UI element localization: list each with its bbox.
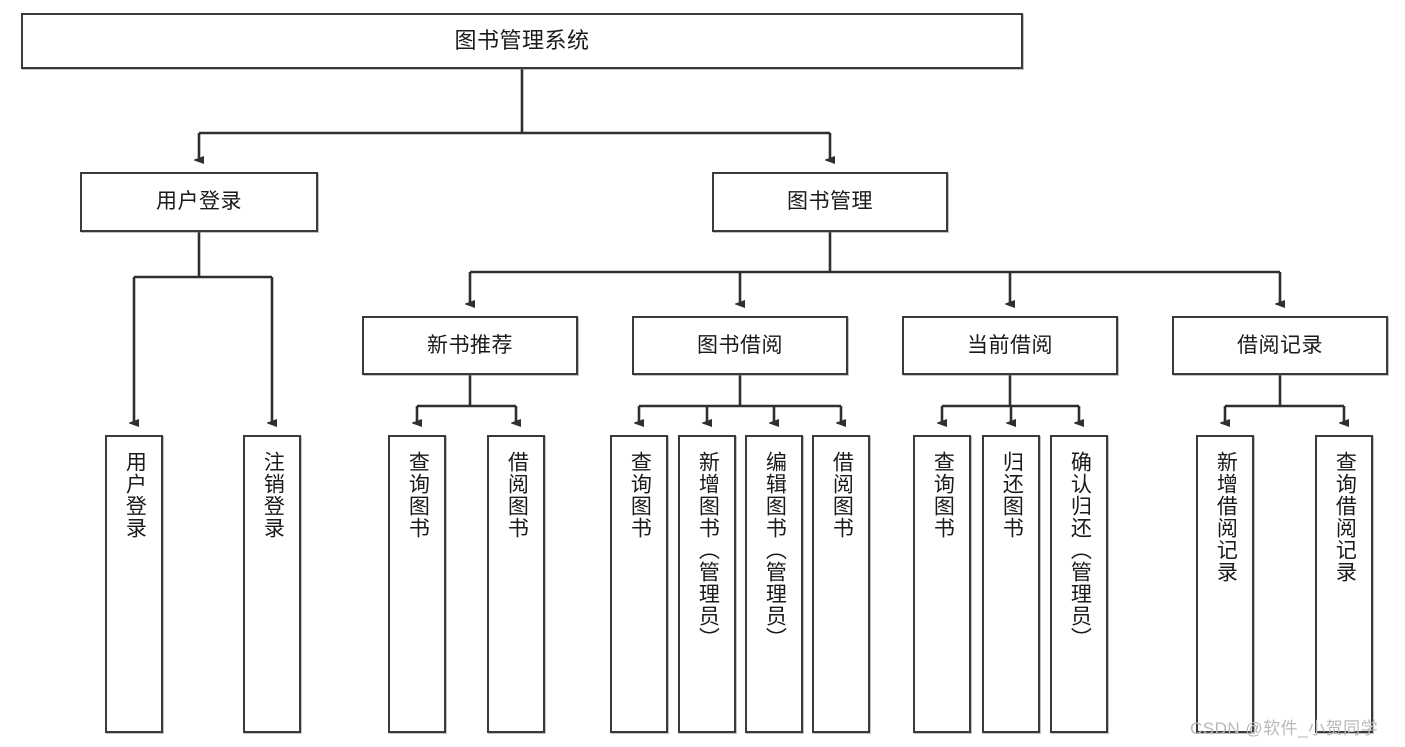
node-leaf-query-book-1[interactable]: 查询图书 <box>388 435 446 733</box>
node-borrow-record-label: 借阅记录 <box>1237 333 1323 357</box>
node-leaf-borrow-book-1[interactable]: 借阅图书 <box>487 435 545 733</box>
node-leaf-query-record[interactable]: 查询借阅记录 <box>1315 435 1373 733</box>
node-new-book-recommend[interactable]: 新书推荐 <box>362 316 578 375</box>
node-root-label: 图书管理系统 <box>454 27 590 53</box>
node-leaf-borrow-book-2[interactable]: 借阅图书 <box>812 435 870 733</box>
node-leaf-confirm-return[interactable]: 确认归还（管理员） <box>1050 435 1108 733</box>
node-leaf-query-book-3[interactable]: 查询图书 <box>913 435 971 733</box>
node-leaf-add-book-label: 新增图书（管理员） <box>696 451 720 649</box>
node-book-manage-label: 图书管理 <box>787 190 873 214</box>
node-book-borrow[interactable]: 图书借阅 <box>632 316 848 375</box>
node-root[interactable]: 图书管理系统 <box>21 13 1023 69</box>
node-borrow-record[interactable]: 借阅记录 <box>1172 316 1388 375</box>
node-leaf-user-login-label: 用户登录 <box>123 451 147 539</box>
node-leaf-confirm-return-label: 确认归还（管理员） <box>1068 451 1092 649</box>
node-leaf-query-book-3-label: 查询图书 <box>931 451 955 539</box>
node-leaf-query-record-label: 查询借阅记录 <box>1333 451 1357 583</box>
node-leaf-return-book-label: 归还图书 <box>1000 451 1024 539</box>
node-leaf-add-record[interactable]: 新增借阅记录 <box>1196 435 1254 733</box>
node-leaf-logout-label: 注销登录 <box>261 451 285 539</box>
node-current-borrow-label: 当前借阅 <box>967 333 1053 357</box>
node-book-manage[interactable]: 图书管理 <box>712 172 948 232</box>
node-user-login[interactable]: 用户登录 <box>80 172 318 232</box>
node-new-book-recommend-label: 新书推荐 <box>427 333 513 357</box>
node-leaf-edit-book-label: 编辑图书（管理员） <box>763 451 787 649</box>
node-leaf-return-book[interactable]: 归还图书 <box>982 435 1040 733</box>
node-leaf-logout[interactable]: 注销登录 <box>243 435 301 733</box>
node-current-borrow[interactable]: 当前借阅 <box>902 316 1118 375</box>
node-leaf-add-book[interactable]: 新增图书（管理员） <box>678 435 736 733</box>
node-leaf-borrow-book-2-label: 借阅图书 <box>830 451 854 539</box>
node-leaf-add-record-label: 新增借阅记录 <box>1214 451 1238 583</box>
node-leaf-query-book-1-label: 查询图书 <box>406 451 430 539</box>
node-leaf-query-book-2-label: 查询图书 <box>628 451 652 539</box>
node-leaf-edit-book[interactable]: 编辑图书（管理员） <box>745 435 803 733</box>
node-user-login-label: 用户登录 <box>156 190 242 214</box>
node-leaf-user-login[interactable]: 用户登录 <box>105 435 163 733</box>
node-leaf-borrow-book-1-label: 借阅图书 <box>505 451 529 539</box>
node-leaf-query-book-2[interactable]: 查询图书 <box>610 435 668 733</box>
node-book-borrow-label: 图书借阅 <box>697 333 783 357</box>
watermark: CSDN @软件_小贺同学 <box>1190 719 1379 738</box>
